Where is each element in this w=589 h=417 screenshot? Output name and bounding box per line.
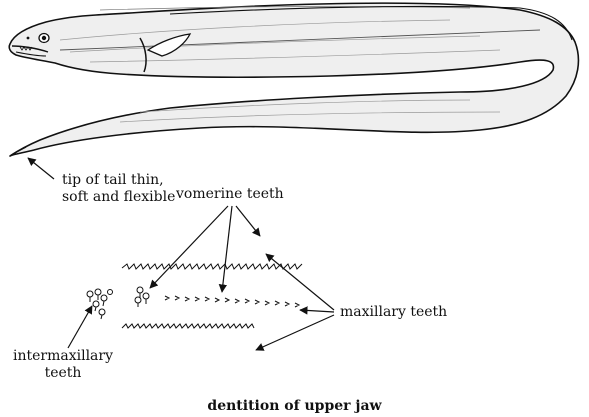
tail-label: tip of tail thin, soft and flexible <box>62 172 175 206</box>
fish-body <box>9 3 578 156</box>
vomerine-label: vomerine teeth <box>176 186 284 203</box>
inner-maxillary-tooth-row <box>165 296 299 307</box>
vomerine-arrow-1 <box>150 206 228 288</box>
tail-arrow <box>28 158 54 179</box>
intermaxillary-label-line1: intermaxillary <box>8 348 118 365</box>
maxillary-arrow-3 <box>256 315 334 350</box>
intermaxillary-label-line2: teeth <box>8 365 118 382</box>
maxillary-label: maxillary teeth <box>340 304 447 321</box>
tail-label-line2: soft and flexible <box>62 189 175 206</box>
figure-caption: dentition of upper jaw <box>0 398 589 415</box>
tail-label-line1: tip of tail thin, <box>62 172 175 189</box>
intermaxillary-teeth <box>87 287 149 319</box>
upper-jaw-dentition <box>87 264 302 328</box>
maxillary-tooth-row <box>122 324 254 328</box>
vomerine-arrow-3 <box>236 206 260 236</box>
vomerine-tooth-row <box>122 264 302 269</box>
intermaxillary-label: intermaxillary teeth <box>8 348 118 382</box>
intermaxillary-arrow <box>68 306 92 348</box>
vomerine-arrow-2 <box>222 206 232 292</box>
maxillary-arrow-2 <box>300 310 334 312</box>
fish-drawing <box>9 3 578 156</box>
